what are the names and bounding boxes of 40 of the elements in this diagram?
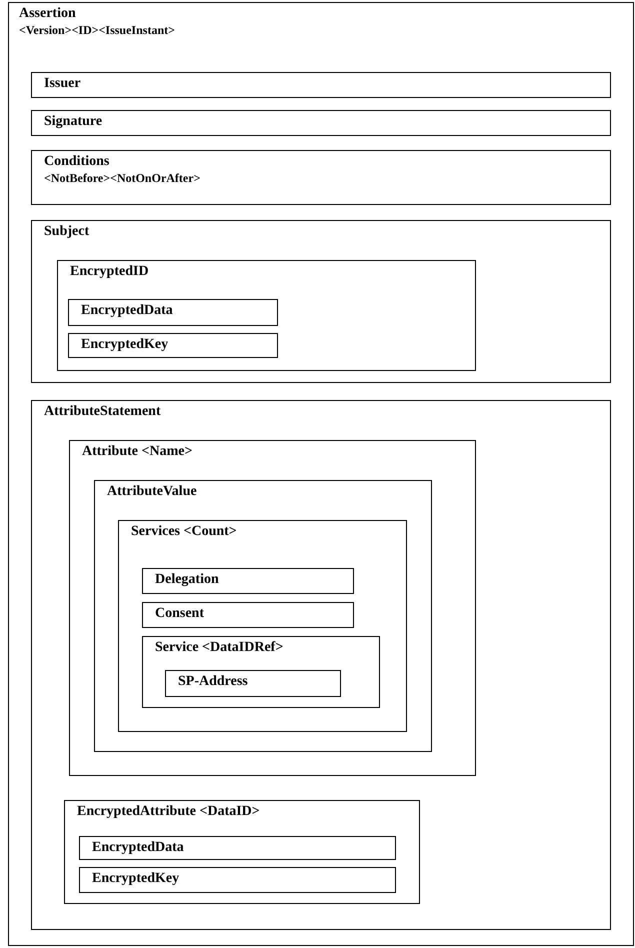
element-name: AttributeValue: [107, 484, 197, 501]
element-name: Issuer: [44, 76, 81, 93]
element-name: Signature: [44, 114, 102, 131]
element-name: Services <Count>: [131, 524, 237, 541]
element-box: [31, 400, 611, 930]
element-box: [57, 260, 476, 371]
element-name: Conditions: [44, 154, 110, 171]
element-name: Consent: [155, 606, 204, 623]
element-name: EncryptedKey: [81, 337, 168, 354]
element-name: EncryptedAttribute <DataID>: [77, 804, 260, 821]
element-name: Assertion: [19, 6, 76, 23]
element-box: [142, 602, 354, 628]
element-box: [68, 333, 278, 358]
element-box: [31, 220, 611, 383]
element-box: [79, 867, 396, 893]
assertion-box: [8, 2, 634, 946]
element-box: [69, 440, 476, 776]
element-box: [64, 800, 420, 904]
element-name: Attribute <Name>: [82, 444, 192, 461]
element-name: AttributeStatement: [44, 404, 161, 421]
element-box: [31, 72, 611, 98]
element-name: EncryptedData: [92, 840, 184, 857]
element-box: [118, 520, 407, 732]
element-name: Service <DataIDRef>: [155, 640, 284, 657]
element-box: [79, 836, 396, 860]
element-name: Subject: [44, 224, 90, 241]
element-name: EncryptedID: [70, 264, 149, 281]
element-box: [31, 110, 611, 136]
element-name: SP-Address: [178, 674, 248, 691]
element-box: [142, 568, 354, 594]
attribute-list: <Version><ID><IssueInstant>: [19, 22, 175, 38]
element-box: [94, 480, 432, 752]
element-name: EncryptedKey: [92, 871, 180, 888]
element-box: [142, 636, 380, 708]
element-box: [68, 299, 278, 326]
attribute-list: <NotBefore><NotOnOrAfter>: [44, 170, 200, 186]
element-box: [165, 670, 341, 697]
element-box: [31, 150, 611, 205]
element-name: Delegation: [155, 572, 219, 589]
element-name: EncryptedData: [81, 303, 173, 320]
